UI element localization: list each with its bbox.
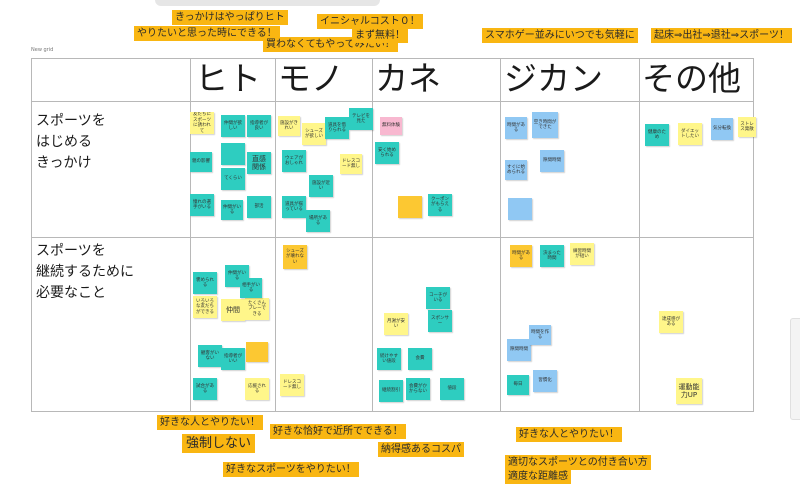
- annotation-label[interactable]: 起床⇒出社⇒退社⇒スポーツ！: [651, 28, 792, 43]
- sticky-note[interactable]: シューズが欲しい: [302, 123, 326, 145]
- sticky-note[interactable]: 安く始められる: [375, 142, 399, 164]
- annotation-label[interactable]: 納得感あるコスパ: [378, 442, 464, 457]
- sticky-note[interactable]: 施設が近い: [309, 175, 333, 197]
- sticky-note[interactable]: 時間がある: [510, 245, 532, 267]
- sticky-note[interactable]: 道具が揃っている: [282, 196, 306, 218]
- sticky-note[interactable]: てくらい: [221, 168, 245, 190]
- grid-line: [190, 59, 191, 411]
- row-header-continue: スポーツを 継続するために 必要なこと: [36, 243, 134, 301]
- sticky-note[interactable]: 仲間が欲しい: [221, 115, 245, 137]
- annotation-label[interactable]: 好きな人とやりたい！: [157, 415, 263, 430]
- column-header-time: ジカン: [504, 59, 603, 98]
- sticky-note[interactable]: 場所がある: [306, 210, 330, 232]
- grid-line: [372, 59, 373, 411]
- annotation-label[interactable]: まず無料！: [352, 28, 408, 43]
- sticky-note[interactable]: 仲間がいる: [221, 200, 243, 220]
- annotation-label[interactable]: きっかけはやっぱりヒト: [172, 10, 288, 25]
- sticky-note[interactable]: 毎日: [507, 375, 529, 395]
- annotation-label[interactable]: 適切なスポーツとの付き合い方: [505, 455, 651, 470]
- sticky-note[interactable]: コーチがいる: [426, 287, 450, 309]
- sticky-note[interactable]: 隙間時間: [507, 339, 531, 361]
- sticky-note[interactable]: 習慣化: [533, 370, 557, 392]
- sticky-note[interactable]: 道具を借りられる: [325, 117, 349, 139]
- sticky-note[interactable]: 憧れの選手がいる: [190, 194, 214, 216]
- sticky-note[interactable]: 決まった時間: [540, 245, 564, 267]
- sticky-note[interactable]: 継続割引: [379, 380, 403, 402]
- sticky-note[interactable]: 達成感がある: [659, 311, 683, 333]
- row-header-start: スポーツを はじめる きっかけ: [36, 113, 106, 171]
- sticky-note[interactable]: 部活: [247, 196, 271, 218]
- sticky-note[interactable]: すぐに始められる: [505, 160, 527, 180]
- column-header-other: その他: [642, 59, 741, 98]
- sticky-note[interactable]: 時間がある: [505, 117, 527, 139]
- annotation-label[interactable]: やりたいと思った時にできる！: [134, 26, 280, 41]
- sticky-note[interactable]: ドレスコード無し: [340, 154, 362, 174]
- sticky-note[interactable]: いろいろな友だちができる: [193, 296, 217, 318]
- grid-line: [32, 101, 753, 102]
- sticky-note[interactable]: 隙間時間: [540, 150, 564, 172]
- annotation-label[interactable]: 強制しない: [182, 434, 256, 453]
- sticky-note[interactable]: 値段: [440, 378, 464, 400]
- annotation-label[interactable]: 好きな恰好で近所でできる！: [270, 424, 406, 439]
- annotation-label[interactable]: 好きな人とやりたい！: [516, 427, 622, 442]
- sticky-note[interactable]: 指導者がいい: [221, 348, 245, 370]
- column-header-things: モノ: [278, 59, 344, 98]
- sticky-note[interactable]: ダイエットしたい: [678, 123, 702, 145]
- sticky-note[interactable]: ウェアがおしゃれ: [282, 150, 306, 172]
- annotation-label[interactable]: 適度な距離感: [505, 469, 571, 484]
- sticky-note[interactable]: [508, 198, 532, 220]
- sticky-note[interactable]: 直感 関係: [247, 152, 271, 174]
- sticky-note[interactable]: 時間を作る: [529, 325, 551, 345]
- grid-line: [32, 237, 753, 238]
- sticky-note[interactable]: 会費がかからない: [406, 378, 430, 400]
- sticky-note[interactable]: 親の影響: [190, 152, 212, 172]
- sticky-note[interactable]: 観客がいない: [198, 345, 222, 367]
- sticky-note[interactable]: 無料体験: [380, 117, 402, 135]
- sticky-note[interactable]: スポンサー: [428, 310, 452, 332]
- grid-line: [639, 59, 640, 411]
- sticky-note[interactable]: テレビを見た: [349, 108, 373, 130]
- sticky-note[interactable]: ドレスコード無し: [280, 374, 304, 396]
- sticky-note[interactable]: 運動能力UP: [676, 378, 702, 404]
- sticky-note[interactable]: [221, 143, 245, 165]
- board-grid[interactable]: ヒト モノ カネ ジカン その他 スポーツを はじめる きっかけ スポーツを 継…: [31, 58, 754, 412]
- sticky-note[interactable]: 空き時間ができた: [532, 112, 558, 138]
- annotation-label[interactable]: 好きなスポーツをやりたい！: [223, 462, 359, 477]
- sticky-note[interactable]: シューズが壊れない: [283, 245, 307, 269]
- sticky-note[interactable]: 応援される: [245, 378, 269, 400]
- sticky-note[interactable]: クーポンがもらえる: [428, 194, 452, 216]
- sticky-note[interactable]: 友だちにスポーツに誘われて: [190, 112, 214, 134]
- sticky-note[interactable]: [398, 196, 422, 218]
- sticky-note[interactable]: 褒められる: [193, 272, 217, 294]
- sticky-note[interactable]: [246, 342, 268, 362]
- top-toolbar: [155, 0, 380, 6]
- side-panel-edge: [790, 318, 800, 420]
- sticky-note[interactable]: 試合がある: [193, 378, 217, 400]
- sticky-note[interactable]: 仲間: [221, 299, 245, 321]
- sticky-note[interactable]: ストレス発散: [738, 117, 756, 137]
- grid-line: [500, 59, 501, 411]
- sticky-note[interactable]: 月謝が安い: [384, 313, 408, 335]
- sticky-note[interactable]: 指導者が良い: [247, 115, 271, 137]
- frame-label: New grid: [31, 47, 54, 53]
- sticky-note[interactable]: 会費: [408, 348, 432, 370]
- sticky-note[interactable]: たくさん プレーできる: [245, 298, 269, 320]
- column-header-money: カネ: [375, 59, 441, 98]
- annotation-label[interactable]: イニシャルコスト０！: [317, 14, 423, 29]
- sticky-note[interactable]: 続けやすい値段: [377, 348, 401, 370]
- sticky-note[interactable]: 気分転換: [711, 118, 733, 140]
- column-header-people: ヒト: [195, 59, 261, 98]
- sticky-note[interactable]: 施設がきれい: [278, 116, 300, 136]
- sticky-note[interactable]: 健康のため: [645, 124, 669, 146]
- sticky-note[interactable]: 練習時間が短い: [570, 243, 594, 265]
- sticky-note[interactable]: 相手がいる: [240, 278, 262, 298]
- grid-line: [275, 59, 276, 411]
- annotation-label[interactable]: スマホゲー並みにいつでも気軽に: [482, 28, 638, 43]
